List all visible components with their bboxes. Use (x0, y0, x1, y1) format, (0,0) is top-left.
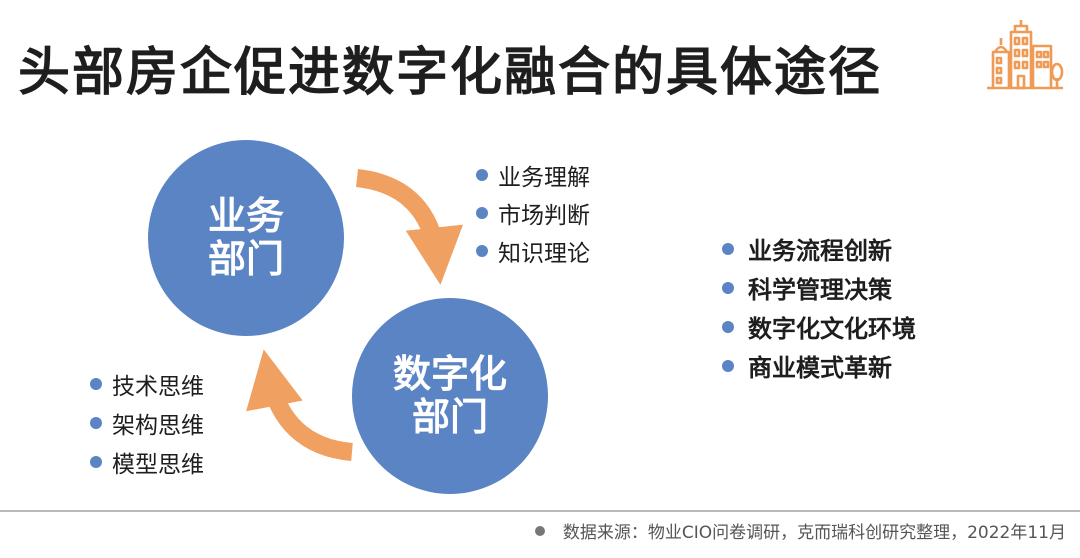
list-item: 市场判断 (476, 194, 590, 232)
page-title: 头部房企促进数字化融合的具体途径 (18, 43, 883, 103)
bullet-dot-icon (90, 377, 102, 390)
bullet-dot-icon (722, 359, 734, 372)
bullet-dot-icon (476, 169, 488, 181)
digital-circle-line2: 部门 (411, 395, 488, 439)
digital-circle-line1: 数字化 (392, 352, 507, 397)
bullet-dot-icon (534, 525, 545, 536)
list-item: 知识理论 (476, 232, 590, 270)
bullet-dot-icon (476, 245, 488, 257)
digital-contribution-list: 技术思维 架构思维 模型思维 (90, 364, 204, 481)
source-text: 数据来源：物业CIO问卷调研，克而瑞科创研究整理，2022年11月 (562, 523, 1066, 543)
list-item: 业务理解 (476, 156, 590, 194)
bullet-dot-icon (90, 416, 102, 429)
list-item: 架构思维 (90, 403, 204, 442)
city-buildings-icon (987, 20, 1064, 90)
list-item: 商业模式革新 (722, 346, 916, 385)
business-circle-line1: 业务 (207, 194, 284, 239)
list-item: 科学管理决策 (722, 268, 916, 307)
list-item: 数字化文化环境 (722, 307, 916, 346)
bullet-dot-icon (722, 242, 734, 255)
list-item: 模型思维 (90, 442, 204, 481)
bullet-dot-icon (722, 281, 734, 294)
list-item: 技术思维 (90, 364, 204, 403)
bullet-dot-icon (722, 320, 734, 333)
bullet-dot-icon (90, 455, 102, 468)
bullet-dot-icon (476, 207, 488, 219)
business-contribution-list: 业务理解 市场判断 知识理论 (476, 156, 590, 270)
digital-department-circle: 数字化 部门 (352, 298, 548, 494)
source-note: 数据来源：物业CIO问卷调研，克而瑞科创研究整理，2022年11月 (534, 518, 1066, 543)
outcome-list: 业务流程创新 科学管理决策 数字化文化环境 商业模式革新 (722, 229, 916, 385)
footer-divider (0, 510, 1080, 512)
business-department-circle: 业务 部门 (148, 140, 344, 336)
business-circle-line2: 部门 (207, 237, 284, 281)
list-item: 业务流程创新 (722, 229, 916, 268)
